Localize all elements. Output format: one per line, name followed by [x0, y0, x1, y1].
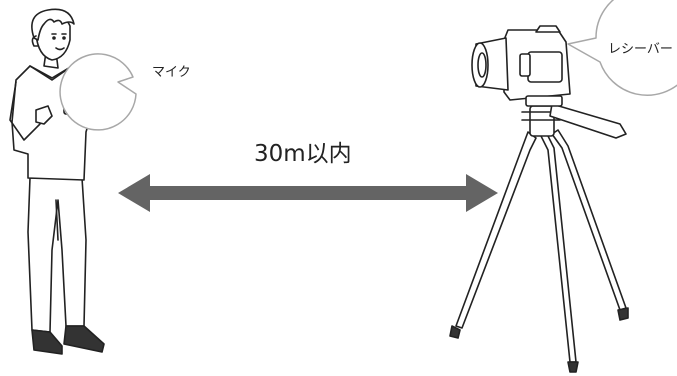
mic-speech-bubble — [59, 53, 137, 131]
receiver-label: レシーバー — [608, 42, 673, 57]
double-headed-arrow-icon — [118, 174, 498, 212]
receiver-speech-bubble — [567, 0, 677, 96]
mic-label: マイク — [152, 65, 191, 80]
camera-on-tripod-icon — [449, 25, 629, 373]
distance-label: 30m以内 — [254, 141, 352, 167]
